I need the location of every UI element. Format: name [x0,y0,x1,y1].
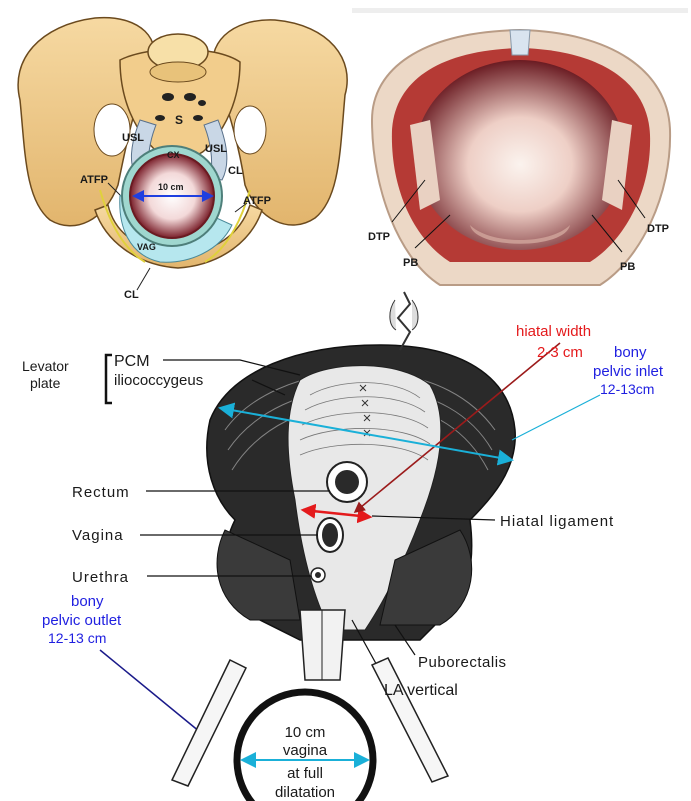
label-cl-right: CL [228,165,243,177]
label-puborectalis: Puborectalis [418,654,507,671]
label-cx: CX [167,150,180,160]
label-inlet-bony: bony [614,344,647,361]
coccyx-c [398,292,410,350]
label-rectum: Rectum [72,484,130,501]
pelvic-inlet-pointer [512,395,600,440]
right-ischial-ramus [372,658,448,782]
panel-b-pelvic-floor: DTP PB DTP PB [352,8,688,285]
label-dilatation-4: dilatation [275,784,335,801]
label-vagina: Vagina [72,527,124,544]
label-plate: plate [30,375,61,391]
rectum-lumen [335,470,359,494]
panel-c-levator: Levator plate PCM iliococcygeus Rectum V… [22,292,664,801]
label-vag: VAG [137,242,156,252]
label-outlet-value: 12-13 cm [48,630,106,646]
label-iliococcygeus: iliococcygeus [114,372,203,389]
label-atfp-left: ATFP [80,174,108,186]
label-hiatal-width: hiatal width [516,323,591,340]
label-pb-left: PB [403,257,418,269]
label-hiatal-ligament: Hiatal ligament [500,513,614,530]
label-dilatation-3: at full [287,765,323,782]
levator-bracket [106,355,112,403]
pelvic-outlet-pointer [100,650,200,732]
right-foramen [234,106,266,154]
label-hiatal-width-value: 2-3 cm [537,344,583,361]
label-dtp-right: DTP [647,223,669,235]
fetal-head-b [415,60,625,250]
label-pcm: PCM [114,353,150,370]
label-usl-left: USL [122,132,144,144]
label-cl-bottom: CL [124,289,139,301]
panel-a-pelvis: S USL USL CX CL ATFP 10 cm ATFP VAG CL [18,18,347,301]
label-usl-right: USL [205,143,227,155]
coccyx-lobe-right [412,300,418,330]
label-dilatation-1: 10 cm [285,724,326,741]
label-inlet-value: 12-13cm [600,381,654,397]
label-urethra: Urethra [72,569,129,586]
vagina-lumen [322,523,338,547]
cl-leader [137,268,150,290]
label-outlet-name: pelvic outlet [42,612,122,629]
label-dtp-left: DTP [368,231,390,243]
label-atfp-right: ATFP [243,195,271,207]
label-s: S [175,113,183,127]
label-ten-cm: 10 cm [158,182,184,192]
label-inlet-name: pelvic inlet [593,363,664,380]
label-outlet-bony: bony [71,593,104,610]
vertebra-disc [150,62,206,82]
right-iliac-wing [213,20,347,225]
label-la-vertical: LA vertical [384,682,458,699]
label-levator: Levator [22,358,69,374]
coccyx-lobe-left [390,300,396,330]
left-foramen [94,104,130,156]
urethra-lumen [315,572,321,578]
label-dilatation-2: vagina [283,742,328,759]
coccyx [510,30,530,55]
label-pb-right: PB [620,261,635,273]
